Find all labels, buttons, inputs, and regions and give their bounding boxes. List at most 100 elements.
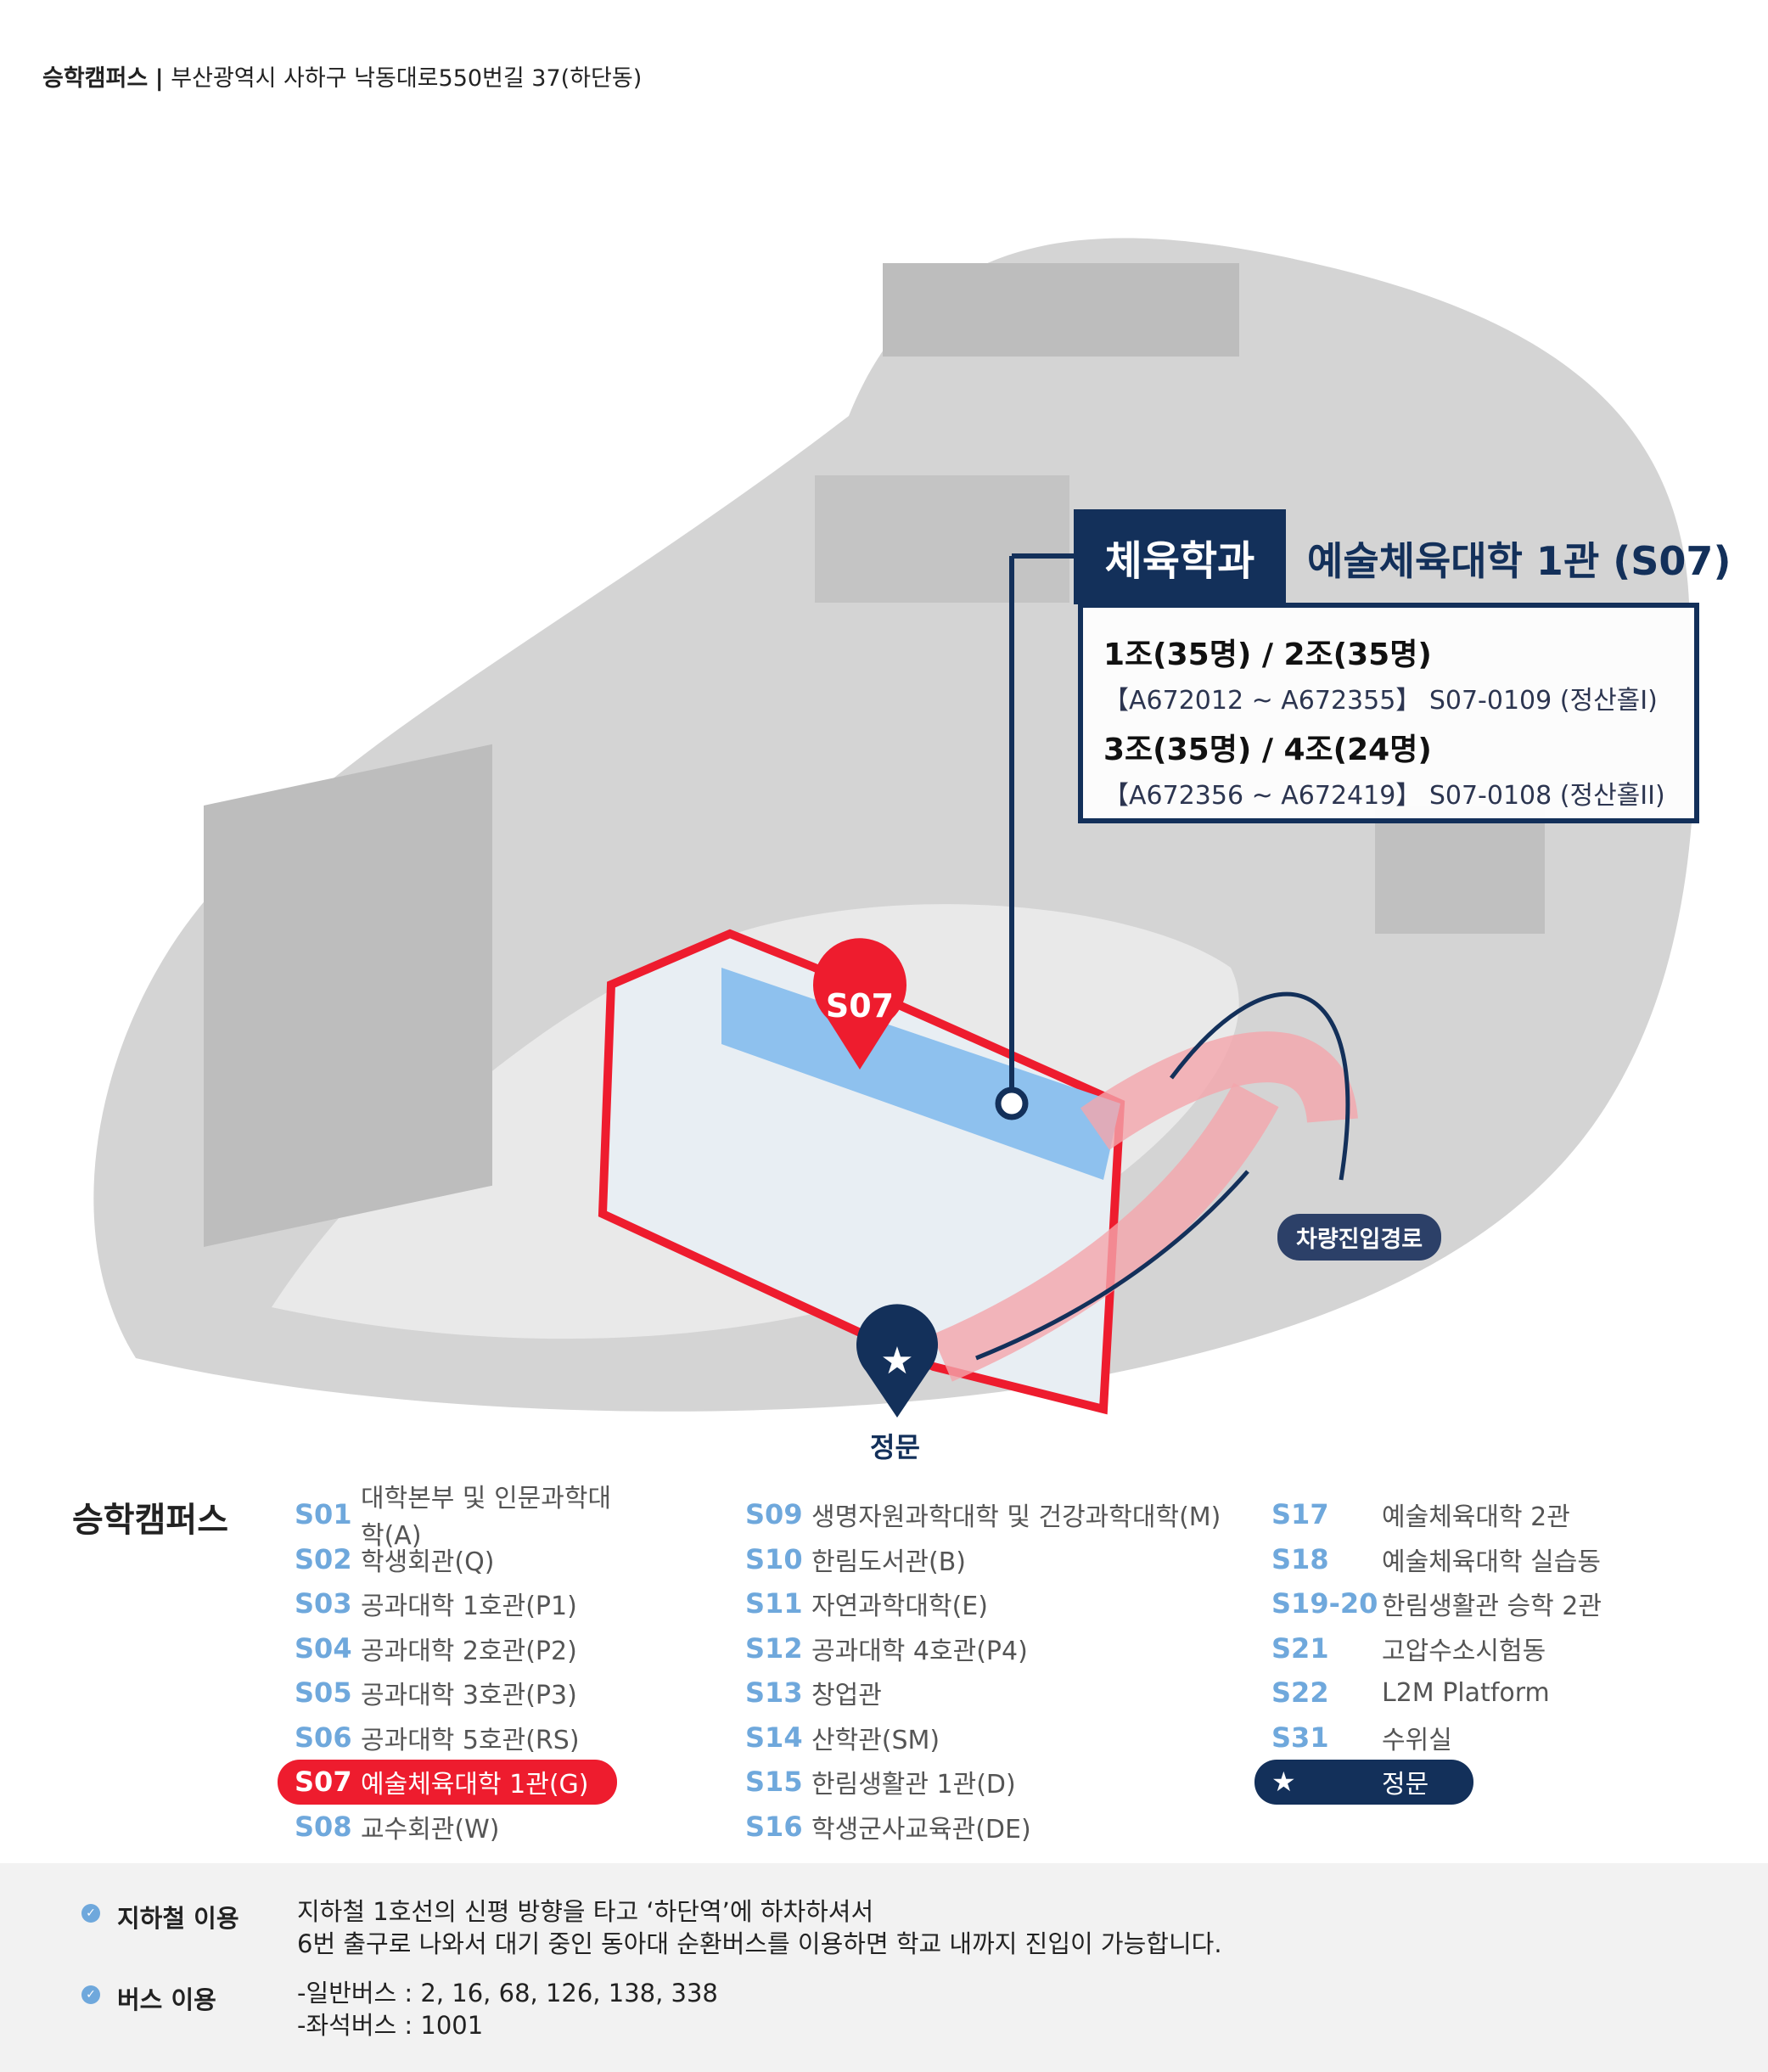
legend-code: S09 bbox=[745, 1498, 803, 1531]
legend-item[interactable]: S09 생명자원과학대학 및 건강과학대학(M) bbox=[728, 1492, 1238, 1537]
legend-item[interactable]: S10 한림도서관(B) bbox=[728, 1537, 1238, 1582]
legend-code: S18 bbox=[1271, 1542, 1329, 1575]
legend-name: 공과대학 5호관(RS) bbox=[361, 1725, 580, 1755]
legend-code: S17 bbox=[1271, 1498, 1329, 1531]
campus-name: 승학캠퍼스 bbox=[42, 65, 149, 92]
legend-code: S11 bbox=[745, 1587, 803, 1620]
legend-item[interactable]: S18 예술체육대학 실습동 bbox=[1254, 1537, 1730, 1582]
svg-text:S07: S07 bbox=[826, 987, 894, 1025]
legend-item[interactable]: S22 L2M Platform bbox=[1254, 1671, 1730, 1715]
legend-name: 생명자원과학대학 및 건강과학대학(M) bbox=[811, 1502, 1221, 1533]
legend-name: 한림생활관 1관(D) bbox=[811, 1770, 1016, 1800]
legend-name: 창업관 bbox=[811, 1681, 882, 1711]
legend-code: S02 bbox=[295, 1542, 352, 1575]
bus-label: 버스 이용 bbox=[117, 1985, 216, 2014]
legend-item[interactable]: S12 공과대학 4호관(P4) bbox=[728, 1626, 1238, 1671]
bus-line: -좌석버스 : 1001 bbox=[297, 2011, 484, 2040]
vehicle-route-label: 차량진입경로 bbox=[1277, 1214, 1442, 1261]
gate-pin-icon[interactable]: ★ bbox=[856, 1304, 938, 1418]
legend-code: S14 bbox=[745, 1721, 803, 1754]
legend-item[interactable]: S03 공과대학 1호관(P1) bbox=[278, 1581, 617, 1626]
legend-code: S16 bbox=[745, 1810, 803, 1843]
legend-item[interactable]: S21 고압수소시험동 bbox=[1254, 1626, 1730, 1671]
legend-code: S07 bbox=[295, 1766, 352, 1799]
bus-line: -일반버스 : 2, 16, 68, 126, 138, 338 bbox=[297, 1979, 718, 2007]
legend-item[interactable]: S01 대학본부 및 인문과학대학(A) bbox=[278, 1484, 617, 1551]
star-icon: ★ bbox=[1271, 1766, 1296, 1799]
legend-name: 한림도서관(B) bbox=[811, 1547, 966, 1577]
address: 부산광역시 사하구 낙동대로550번길 37(하단동) bbox=[171, 65, 643, 92]
separator: | bbox=[154, 65, 164, 92]
legend-code: S12 bbox=[745, 1631, 803, 1665]
legend-name: 산학관(SM) bbox=[811, 1725, 940, 1755]
legend-item[interactable]: S15 한림생활관 1관(D) bbox=[728, 1760, 1238, 1805]
legend-name: 예술체육대학 실습동 bbox=[1382, 1547, 1601, 1577]
check-icon: ✓ bbox=[81, 1904, 100, 1923]
check-icon: ✓ bbox=[81, 1985, 100, 2004]
legend-code: S21 bbox=[1271, 1631, 1329, 1665]
legend-title: 승학캠퍼스 bbox=[72, 1501, 228, 1540]
legend-name: 고압수소시험동 bbox=[1382, 1636, 1546, 1666]
legend-code: S01 bbox=[295, 1498, 352, 1531]
legend-name: 수위실 bbox=[1382, 1725, 1452, 1755]
group-title: 1조(35명) / 2조(35명) bbox=[1103, 637, 1432, 672]
legend-name: 대학본부 및 인문과학대학(A) bbox=[361, 1484, 612, 1552]
legend-code: S03 bbox=[295, 1587, 352, 1620]
legend-code: S15 bbox=[745, 1766, 803, 1799]
legend-item[interactable]: S02 학생회관(Q) bbox=[278, 1537, 617, 1582]
legend-column-1: S01 대학본부 및 인문과학대학(A) S02 학생회관(Q) S03 공과대학 1호관… bbox=[278, 1484, 617, 1850]
group-info-box: 1조(35명) / 2조(35명) 【A672012 ~ A672355】 S0… bbox=[1078, 603, 1699, 823]
subway-label: 지하철 이용 bbox=[117, 1904, 239, 1933]
building-title: 예술체육대학 1관 (S07) bbox=[1307, 538, 1732, 584]
legend-column-2: S09 생명자원과학대학 및 건강과학대학(M) S10 한림도서관(B) S11 자연과… bbox=[728, 1492, 1238, 1849]
legend-code: S05 bbox=[295, 1676, 352, 1710]
legend-name: 한림생활관 승학 2관 bbox=[1382, 1592, 1602, 1622]
legend-item[interactable]: S06 공과대학 5호관(RS) bbox=[278, 1715, 617, 1760]
legend-name: 예술체육대학 1관(G) bbox=[361, 1770, 589, 1800]
svg-text:★: ★ bbox=[880, 1339, 913, 1383]
legend-item[interactable]: S11 자연과학대학(E) bbox=[728, 1581, 1238, 1626]
legend-code: S31 bbox=[1271, 1721, 1329, 1754]
legend-name: 예술체육대학 2관 bbox=[1382, 1502, 1570, 1533]
legend-name: 자연과학대학(E) bbox=[811, 1592, 988, 1622]
legend-name: 공과대학 1호관(P1) bbox=[361, 1592, 577, 1622]
legend-code: S22 bbox=[1271, 1676, 1329, 1710]
group-title: 3조(35명) / 4조(24명) bbox=[1103, 733, 1432, 767]
legend-item[interactable]: S13 창업관 bbox=[728, 1671, 1238, 1715]
legend-code: S13 bbox=[745, 1676, 803, 1710]
legend-code: S19-20 bbox=[1271, 1587, 1378, 1620]
legend-item[interactable]: S08 교수회관(W) bbox=[278, 1805, 617, 1850]
campus-address: 승학캠퍼스 | 부산광역시 사하구 낙동대로550번길 37(하단동) bbox=[42, 59, 642, 93]
gate-label: 정문 bbox=[870, 1431, 920, 1463]
legend-name: 학생군사교육관(DE) bbox=[811, 1814, 1031, 1845]
group-room: 【A672012 ~ A672355】 S07-0109 (정산홀I) bbox=[1103, 686, 1658, 716]
s07-pin[interactable]: S07 bbox=[813, 938, 907, 1070]
legend-item[interactable]: S14 산학관(SM) bbox=[728, 1715, 1238, 1760]
legend-name: 공과대학 4호관(P4) bbox=[811, 1636, 1028, 1666]
location-dot bbox=[995, 1087, 1029, 1120]
legend-item[interactable]: S31 수위실 bbox=[1254, 1715, 1730, 1760]
subway-line: 지하철 1호선의 신평 방향을 타고 ‘하단역’에 하차하셔서 bbox=[297, 1897, 874, 1926]
department-tag: 체육학과 bbox=[1074, 509, 1286, 604]
group-room: 【A672356 ~ A672419】 S07-0108 (정산홀II) bbox=[1103, 781, 1665, 811]
legend-name: 교수회관(W) bbox=[361, 1814, 500, 1845]
legend-item[interactable]: S07 예술체육대학 1관(G) bbox=[278, 1760, 617, 1805]
transport-info: ✓ 지하철 이용 지하철 1호선의 신평 방향을 타고 ‘하단역’에 하차하셔서… bbox=[0, 1863, 1768, 2072]
legend-name: 공과대학 3호관(P3) bbox=[361, 1681, 577, 1711]
legend-item[interactable]: ★ 정문 bbox=[1254, 1760, 1473, 1805]
legend-name: L2M Platform bbox=[1382, 1677, 1550, 1708]
legend-code: S06 bbox=[295, 1721, 352, 1754]
legend-item[interactable]: S17 예술체육대학 2관 bbox=[1254, 1492, 1730, 1537]
legend-item[interactable]: S16 학생군사교육관(DE) bbox=[728, 1805, 1238, 1850]
legend-code: S10 bbox=[745, 1542, 803, 1575]
legend-name: 정문 bbox=[1382, 1770, 1429, 1800]
legend-code: S04 bbox=[295, 1631, 352, 1665]
legend-name: 학생회관(Q) bbox=[361, 1547, 495, 1577]
legend-item[interactable]: S05 공과대학 3호관(P3) bbox=[278, 1671, 617, 1715]
legend-code: S08 bbox=[295, 1810, 352, 1843]
campus-map: S07 ★ bbox=[93, 238, 1696, 1418]
subway-line: 6번 출구로 나와서 대기 중인 동아대 순환버스를 이용하면 학교 내까지 진… bbox=[297, 1929, 1222, 1958]
